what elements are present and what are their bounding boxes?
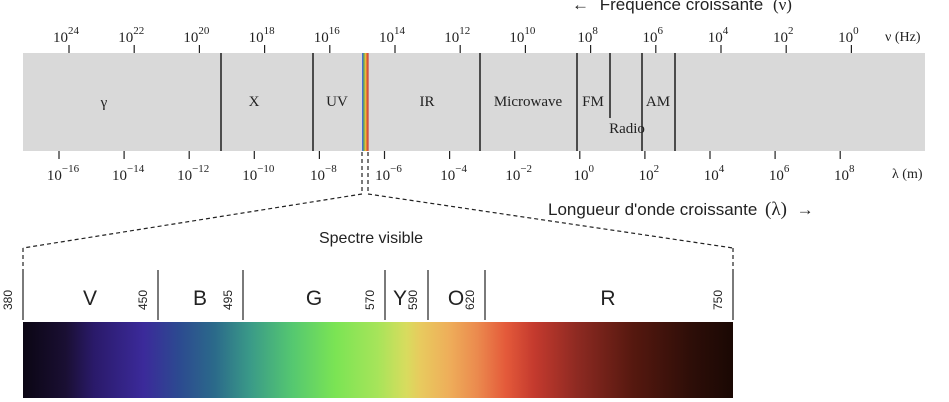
frequency-tick-label: 104	[708, 25, 729, 46]
visible-stripe-segment	[363, 53, 365, 151]
visible-stripe-segment	[362, 53, 364, 151]
frequency-tick-label: 106	[643, 25, 664, 46]
wavelength-tick-label: 10−14	[112, 163, 145, 184]
frequency-tick-label: 100	[838, 25, 859, 46]
visible-boundary-label: 450	[136, 290, 150, 310]
visible-spectrum-title: Spectre visible	[319, 230, 423, 247]
band-fm-label: FM	[582, 94, 604, 110]
wavelength-tick-label: 108	[834, 163, 855, 184]
visible-boundary-label: 380	[1, 290, 15, 310]
color-red-label: R	[600, 287, 615, 310]
visible-boundary-label: 590	[406, 290, 420, 310]
wavelength-tick-label: 10−10	[242, 163, 275, 184]
visible-spectrum-gradient	[23, 322, 733, 398]
visible-stripe-segment	[367, 53, 369, 151]
visible-stripe	[362, 53, 369, 151]
frequency-tick-label: 1010	[509, 25, 536, 46]
frequency-tick-label: 102	[773, 25, 794, 46]
frequency-tick-label: 1016	[314, 25, 341, 46]
band-x-label: X	[249, 94, 260, 110]
color-green-label: G	[306, 287, 322, 310]
left-arrow-icon: ←	[572, 0, 589, 14]
frequency-tick-label: 1012	[444, 25, 470, 46]
wavelength-tick-label: 104	[704, 163, 725, 184]
wavelength-tick-label: 10−4	[440, 163, 467, 184]
visible-boundaries: 380 450 495 570 590 620 750	[1, 270, 734, 320]
zoom-connector	[22, 152, 734, 270]
band-radio-label: Radio	[609, 121, 645, 137]
wavelength-tick-label: 10−12	[177, 163, 209, 184]
wavelength-unit-label: λ (m)	[892, 167, 923, 182]
frequency-direction-label: ← Fréquence croissante (ν)	[572, 0, 792, 14]
wavelength-tick-label: 10−6	[375, 163, 402, 184]
frequency-tick-label: 1024	[53, 25, 80, 46]
band-microwave-label: Microwave	[494, 94, 563, 110]
visible-boundary-label: 495	[221, 290, 235, 310]
band-dividers	[220, 53, 676, 151]
frequency-tick-label: 1020	[183, 25, 210, 46]
color-yellow-label: Y	[393, 287, 407, 310]
visible-stripe-segment	[364, 53, 366, 151]
right-arrow-icon: →	[797, 200, 814, 219]
wavelength-direction-label: Longueur d'onde croissante (λ) →	[548, 199, 814, 220]
visible-boundary-label: 570	[363, 290, 377, 310]
frequency-unit-label: ν (Hz)	[885, 30, 921, 45]
wavelength-tick-label: 100	[574, 163, 595, 184]
wavelength-tick-label: 106	[769, 163, 790, 184]
visible-color-letters: V B G Y O R	[83, 287, 616, 310]
spectrum-band	[23, 53, 925, 151]
band-uv-label: UV	[326, 94, 348, 110]
frequency-tick-label: 1018	[249, 25, 276, 46]
wavelength-tick-label: 10−8	[310, 163, 337, 184]
visible-stripe-segment	[365, 53, 368, 151]
wavelength-tick-label: 10−16	[47, 163, 80, 184]
frequency-tick-label: 108	[577, 25, 598, 46]
band-am-label: AM	[646, 94, 670, 110]
visible-boundary-label: 620	[463, 290, 477, 310]
wavelength-tick-label: 10−2	[505, 163, 532, 184]
frequency-tick-label: 1014	[379, 25, 406, 46]
color-orange-label: O	[448, 287, 464, 310]
band-ir-label: IR	[420, 94, 435, 110]
wavelength-tick-label: 102	[639, 163, 660, 184]
frequency-tick-label: 1022	[118, 25, 144, 46]
wavelength-axis: 10−16 10−14 10−12 10−10 10−8 10−6 10−4 10−2 100 1…	[47, 151, 855, 184]
frequency-axis: 1024 1022 1020 1018 1016 1014 1012 1010 108 106 10…	[53, 25, 859, 53]
visible-boundary-label: 750	[711, 290, 725, 310]
band-gamma-label: γ	[100, 95, 108, 111]
color-blue-label: B	[193, 287, 207, 310]
color-violet-label: V	[83, 287, 97, 310]
